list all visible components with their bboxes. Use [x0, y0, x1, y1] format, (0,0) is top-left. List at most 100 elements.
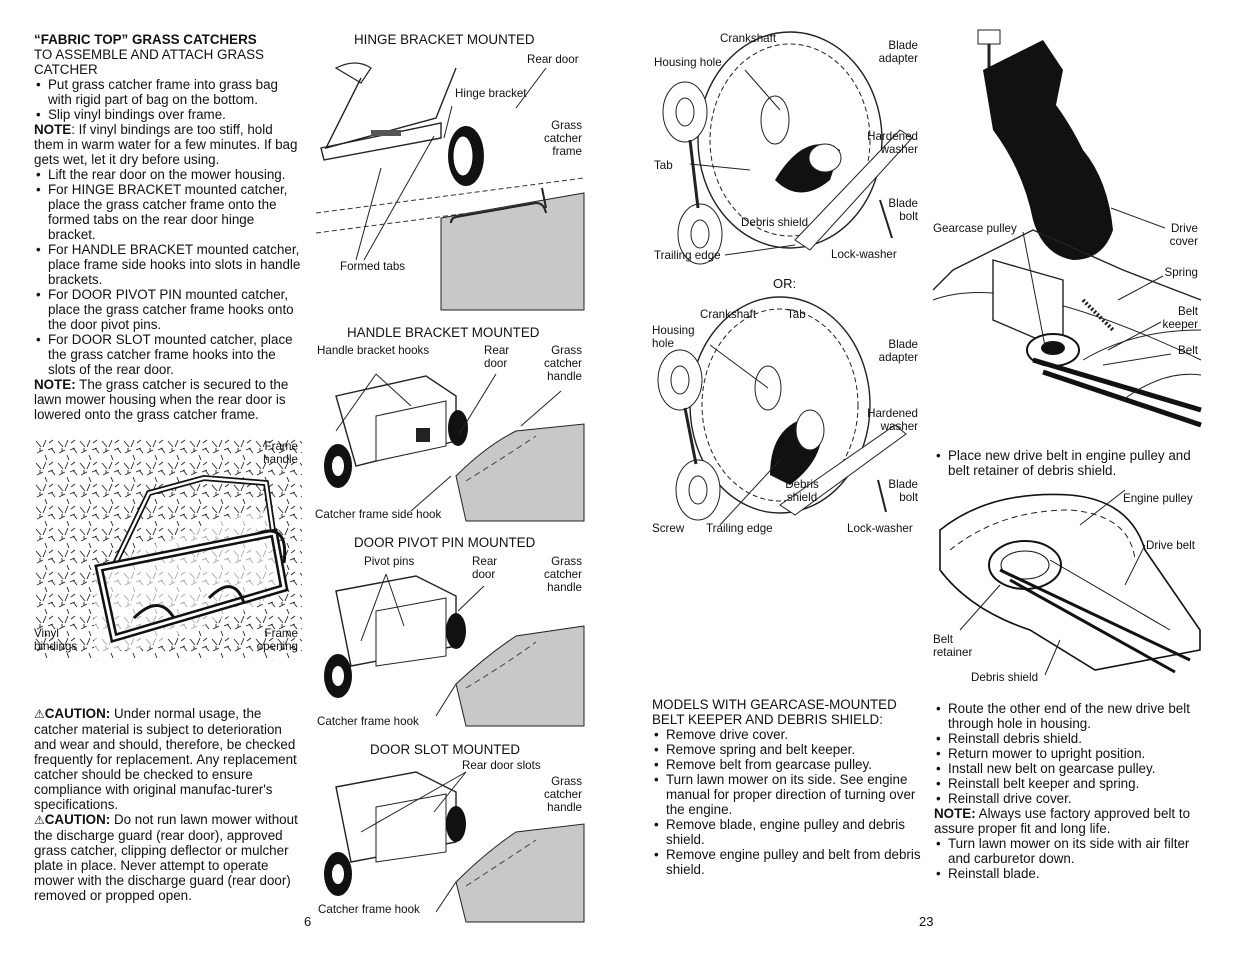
label-slot-catcher-handle: Grass catcher handle [543, 775, 582, 814]
list-item: For DOOR SLOT mounted catcher, place the… [34, 332, 302, 377]
blade-assembly-2-illustration [657, 296, 907, 526]
fig-title-handle: HANDLE BRACKET MOUNTED [347, 325, 540, 340]
section-title: “FABRIC TOP” GRASS CATCHERS [34, 32, 257, 47]
list-item: Install new belt on gearcase pulley. [934, 761, 1202, 776]
list-item: For HINGE BRACKET mounted catcher, place… [34, 182, 302, 242]
label-frame-opening: Frame opening [256, 627, 298, 653]
list-item: Turn lawn mower on its side. See engine … [652, 772, 922, 817]
page-number-left: 6 [304, 914, 312, 929]
label-rear-door-slots: Rear door slots [462, 759, 541, 772]
fig-title-slot: DOOR SLOT MOUNTED [370, 742, 521, 757]
list-item: Slip vinyl bindings over frame. [34, 107, 302, 122]
note-secured: NOTE: The grass catcher is secured to th… [34, 377, 289, 422]
label-handle-bracket-hooks: Handle bracket hooks [317, 344, 430, 357]
label-handle-catcher-handle: Grass catcher handle [543, 344, 582, 383]
label-b2-housing-hole: Housing hole [652, 324, 695, 350]
label-hinge-bracket: Hinge bracket [455, 87, 527, 100]
label-drive-cover: Drive cover [1169, 222, 1198, 248]
pivot-pin-illustration [324, 573, 585, 727]
label-b1-blade-adapter: Blade adapter [878, 39, 918, 65]
list-item: Place new drive belt in engine pulley an… [934, 448, 1202, 478]
label-b1-housing-hole: Housing hole [654, 56, 722, 69]
label-b2-blade-adapter: Blade adapter [878, 338, 918, 364]
label-engine-pulley: Engine pulley [1123, 492, 1193, 505]
label-pivot-pins: Pivot pins [364, 555, 415, 568]
route-text-column: Route the other end of the new drive bel… [934, 701, 1202, 881]
steps-list-b: Lift the rear door on the mower housing.… [34, 167, 302, 377]
label-b2-screw: Screw [652, 522, 685, 535]
label-b2-tab: Tab [787, 308, 806, 321]
models-steps-list: Remove drive cover.Remove spring and bel… [652, 727, 922, 877]
left-text-column: “FABRIC TOP” GRASS CATCHERS TO ASSEMBLE … [34, 32, 302, 422]
hinge-bracket-illustration [315, 62, 585, 311]
label-b1-lock-washer: Lock-washer [831, 248, 897, 261]
warning-triangle-icon: ⚠ [34, 813, 45, 827]
models-heading: MODELS WITH GEARCASE-MOUNTED BELT KEEPER… [652, 697, 897, 727]
debris-shield-illustration [939, 489, 1201, 676]
list-item: Remove drive cover. [652, 727, 922, 742]
label-pivot-rear-door: Rear door [472, 555, 498, 581]
page-number-right: 23 [919, 914, 934, 929]
label-belt-retainer: Belt retainer [933, 633, 973, 659]
label-shield-debris-shield: Debris shield [971, 671, 1039, 684]
label-pivot-catcher-handle: Grass catcher handle [543, 555, 582, 594]
list-item: Return mower to upright position. [934, 746, 1202, 761]
label-formed-tabs: Formed tabs [340, 260, 406, 273]
list-item: Remove blade, engine pulley and debris s… [652, 817, 922, 847]
fig-title-pivot: DOOR PIVOT PIN MOUNTED [354, 535, 536, 550]
label-b1-blade-bolt: Blade bolt [888, 197, 918, 223]
handle-bracket-illustration [324, 373, 585, 522]
list-item: For DOOR PIVOT PIN mounted catcher, plac… [34, 287, 302, 332]
door-slot-illustration [324, 771, 585, 923]
step-place-belt: Place new drive belt in engine pulley an… [934, 448, 1202, 478]
list-item: Reinstall debris shield. [934, 731, 1202, 746]
label-b2-trailing-edge: Trailing edge [706, 522, 773, 535]
route-steps-list: Route the other end of the new drive bel… [934, 701, 1202, 806]
label-or: OR: [773, 276, 797, 291]
label-gearcase-pulley: Gearcase pulley [933, 222, 1017, 235]
list-item: Reinstall belt keeper and spring. [934, 776, 1202, 791]
label-belt: Belt [1178, 344, 1198, 357]
steps-list-a: Put grass catcher frame into grass bag w… [34, 77, 302, 122]
list-item: Remove belt from gearcase pulley. [652, 757, 922, 772]
list-item: For HANDLE BRACKET mounted catcher, plac… [34, 242, 302, 287]
note-vinyl: NOTE: If vinyl bindings are too stiff, h… [34, 122, 298, 167]
blade-assembly-1-illustration [662, 31, 913, 265]
label-slot-frame-hook: Catcher frame hook [318, 903, 420, 916]
gearcase-drive-cover-illustration [932, 29, 1202, 428]
list-item: Remove spring and belt keeper. [652, 742, 922, 757]
label-b2-lock-washer: Lock-washer [847, 522, 913, 535]
label-b1-trailing-edge: Trailing edge [654, 249, 721, 262]
grass-bag-illustration [34, 438, 302, 660]
caution-catcher-wear: ⚠CAUTION: Under normal usage, the catche… [34, 706, 297, 812]
label-drive-belt: Drive belt [1146, 539, 1195, 552]
fig-title-hinge: HINGE BRACKET MOUNTED [354, 32, 535, 47]
label-b1-debris-shield: Debris shield [741, 216, 809, 229]
label-pivot-frame-hook: Catcher frame hook [317, 715, 419, 728]
label-hinge-rear-door: Rear door [527, 53, 579, 66]
list-item: Lift the rear door on the mower housing. [34, 167, 302, 182]
caution-block: ⚠CAUTION: Under normal usage, the catche… [34, 706, 302, 903]
label-b2-crankshaft: Crankshaft [700, 308, 757, 321]
label-b1-crankshaft: Crankshaft [720, 32, 777, 45]
list-item: Put grass catcher frame into grass bag w… [34, 77, 302, 107]
label-hinge-catcher-frame: Grass catcher frame [543, 119, 582, 158]
label-b2-blade-bolt: Blade bolt [888, 478, 918, 504]
label-belt-keeper: Belt keeper [1162, 305, 1198, 331]
list-item: Reinstall drive cover. [934, 791, 1202, 806]
caution-discharge-guard: ⚠CAUTION: Do not run lawn mower without … [34, 812, 298, 903]
list-item: Remove engine pulley and belt from debri… [652, 847, 922, 877]
list-item: Reinstall blade. [934, 866, 1202, 881]
label-b2-debris-shield: Debris shield [785, 478, 819, 504]
list-item: Turn lawn mower on its side with air fil… [934, 836, 1202, 866]
label-handle-rear-door: Rear door [484, 344, 510, 370]
list-item: Route the other end of the new drive bel… [934, 701, 1202, 731]
label-b2-hardened-washer: Hardened washer [867, 407, 918, 433]
label-b1-tab: Tab [654, 159, 673, 172]
label-b1-hardened-washer: Hardened washer [867, 130, 918, 156]
final-steps-list: Turn lawn mower on its side with air fil… [934, 836, 1202, 881]
models-text-column: MODELS WITH GEARCASE-MOUNTED BELT KEEPER… [652, 697, 922, 877]
label-frame-handle: Frame handle [263, 440, 298, 466]
label-spring: Spring [1164, 266, 1198, 279]
label-side-hook: Catcher frame side hook [315, 508, 442, 521]
